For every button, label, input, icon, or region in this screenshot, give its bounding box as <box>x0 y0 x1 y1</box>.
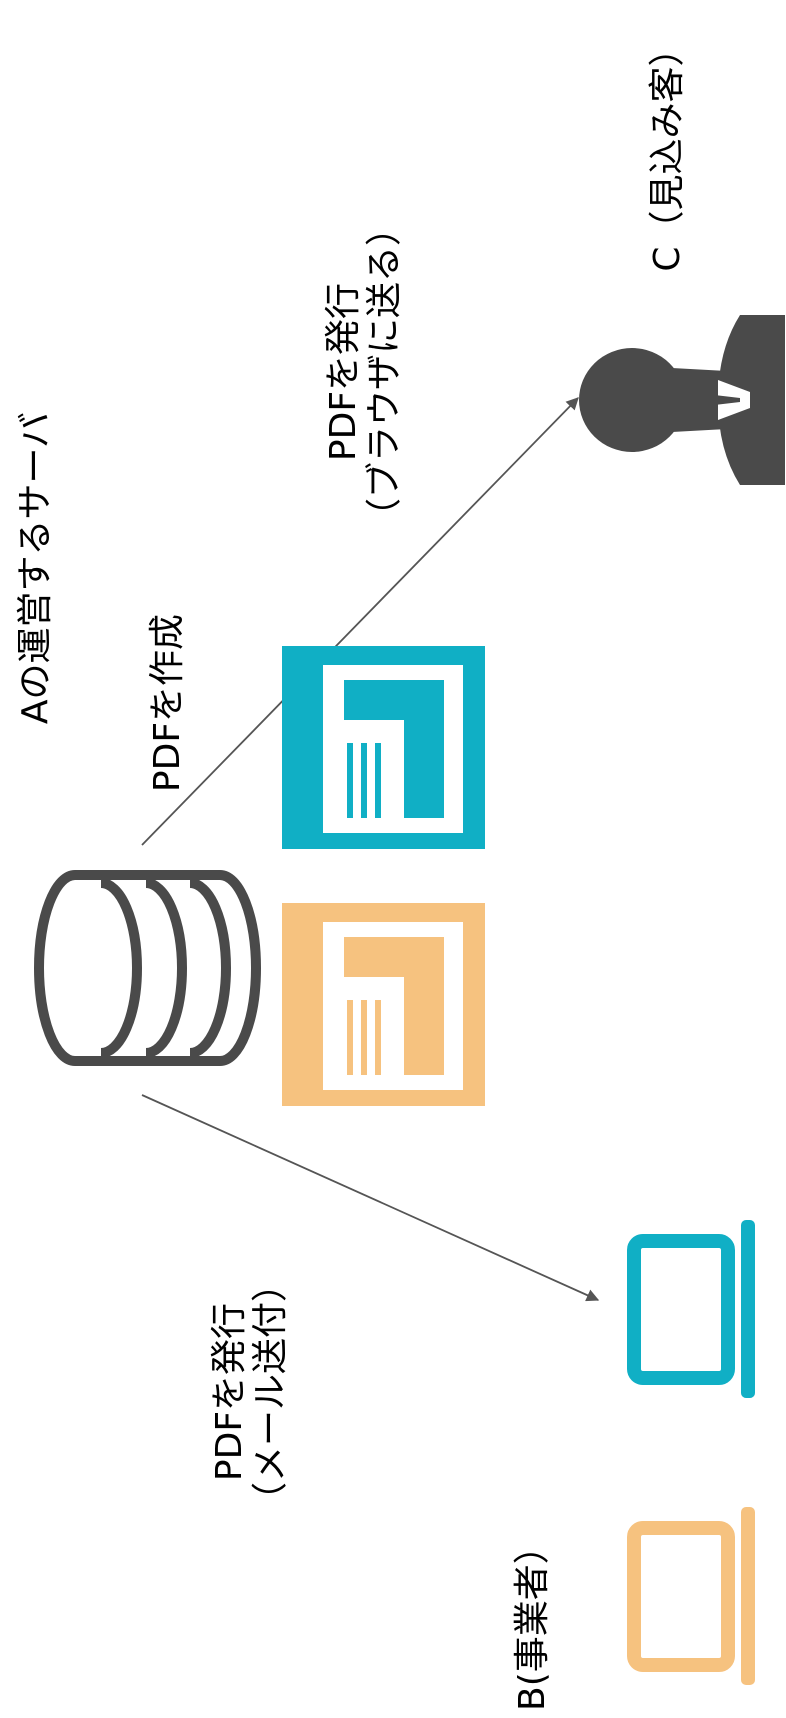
server-label-text: Aの運営するサーバ <box>15 411 56 725</box>
person-icon <box>579 315 785 485</box>
arrow-to-customer <box>141 397 579 846</box>
customer-label-text: C（見込み客） <box>647 30 688 272</box>
arrow-to-business <box>141 1094 600 1302</box>
issue-browser-label: PDFを発行 （ブラウザに送る） <box>323 207 413 537</box>
issue-mail-line1: PDFを発行 <box>209 1302 250 1482</box>
create-pdf-label: PDFを作成 <box>147 583 193 823</box>
business-label-text: B(事業者） <box>512 1528 553 1711</box>
database-icon <box>34 870 261 1066</box>
business-label: B(事業者） <box>512 1528 558 1711</box>
issue-browser-line1: PDFを発行 <box>323 282 364 462</box>
customer-label: C（見込み客） <box>647 16 693 286</box>
issue-mail-label: PDFを発行 （メール送付） <box>209 1262 299 1522</box>
laptop-icon-orange <box>627 1507 755 1685</box>
issue-mail-line2: （メール送付） <box>250 1266 292 1519</box>
server-label: Aの運営するサーバ <box>15 368 61 768</box>
create-pdf-label-text: PDFを作成 <box>147 613 188 793</box>
issue-browser-line2: （ブラウザに送る） <box>364 210 406 535</box>
document-icon-teal <box>282 646 485 849</box>
document-icon-orange <box>282 903 485 1106</box>
laptop-icon-teal <box>627 1220 755 1398</box>
